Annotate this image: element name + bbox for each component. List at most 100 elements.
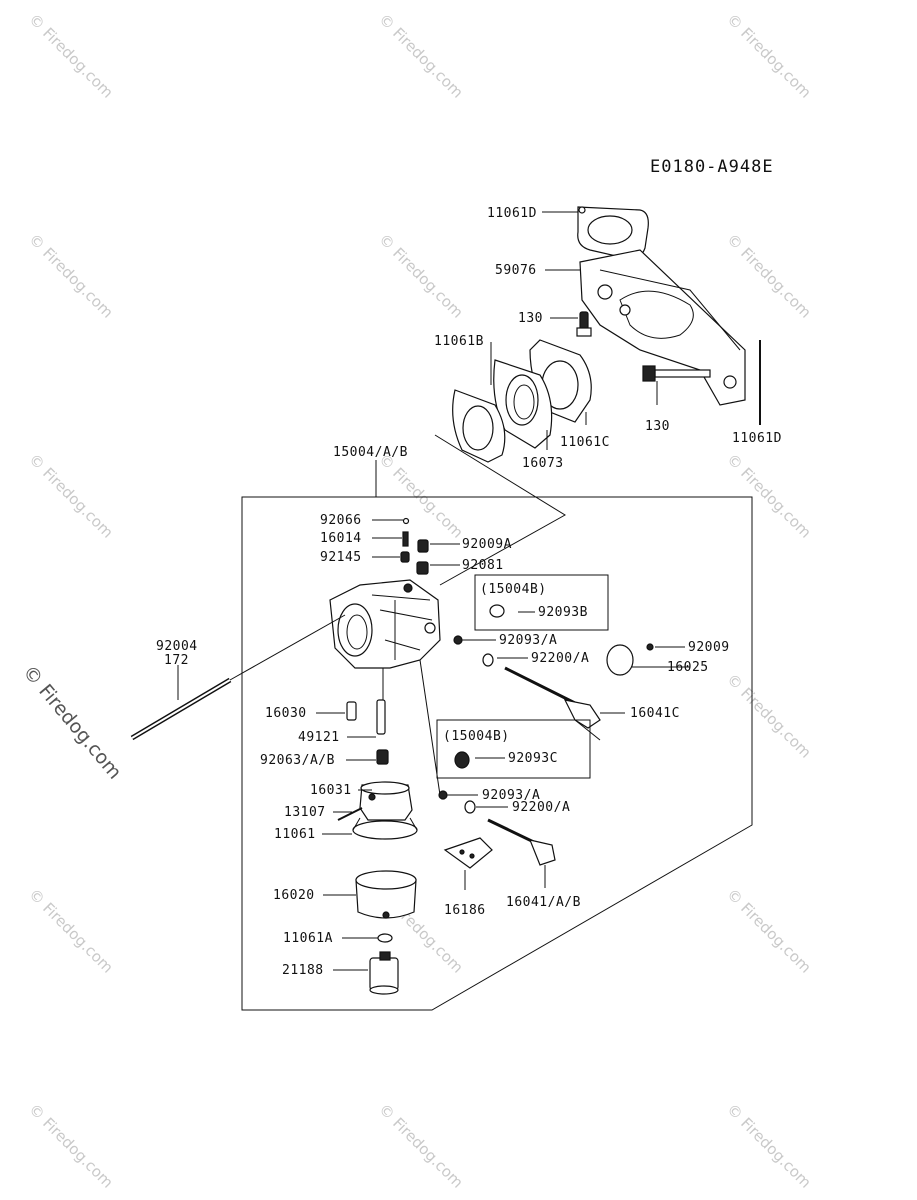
solenoid-21188-top: [379, 951, 391, 961]
label-16020: 16020: [273, 888, 315, 903]
watermark: © Firedog.com: [25, 10, 117, 102]
bolt-130-b-head: [642, 365, 656, 382]
carburetor-detail: [371, 594, 433, 660]
choke-plate-16186: [443, 837, 493, 869]
bowl-16020-rim: [355, 870, 417, 890]
part-16014: [402, 531, 409, 547]
choke-axis: [419, 659, 441, 796]
watermark: © Firedog.com: [723, 10, 815, 102]
bolt-130-a: [579, 311, 589, 331]
label-130-b: 130: [645, 419, 670, 434]
stud-axis: [229, 614, 346, 681]
label-92009a: 92009A: [462, 537, 512, 552]
label-15004b-1: (15004B): [480, 582, 547, 597]
label-16073: 16073: [522, 456, 564, 471]
part-92093A-1: [453, 635, 463, 645]
label-92093b: 92093B: [538, 605, 588, 620]
part-92093C: [454, 751, 470, 769]
watermark: © Firedog.com: [25, 885, 117, 977]
stud-92004-core: [131, 679, 231, 739]
part-92009: [646, 643, 654, 651]
label-16030: 16030: [265, 706, 307, 721]
watermark: © Firedog.com: [723, 670, 815, 762]
label-11061d-right: 11061D: [732, 431, 782, 446]
label-16041c: 16041C: [630, 706, 680, 721]
part-92200A-2: [464, 800, 476, 814]
insulator-hole: [597, 284, 613, 300]
lever-16041c: [563, 699, 601, 729]
insulator-59076-shape: [579, 249, 746, 406]
label-92093c: 92093C: [508, 751, 558, 766]
part-labels: 11061D 59076 130 11061B 11061C 16073 130…: [156, 206, 782, 978]
label-49121: 49121: [298, 730, 340, 745]
upper-parts: [452, 206, 761, 463]
gasket-hole: [578, 206, 586, 214]
watermark: © Firedog.com: [25, 450, 117, 542]
part-92066: [402, 517, 410, 525]
part-92145: [400, 551, 410, 563]
bowl-16020: [355, 879, 417, 919]
carburetor-boss: [403, 583, 413, 593]
label-16041ab: 16041/A/B: [506, 895, 581, 910]
bolt-130-b: [654, 369, 711, 378]
gasket-11061-side: [352, 817, 418, 831]
label-11061b: 11061B: [434, 334, 484, 349]
gasket-11061: [352, 820, 418, 840]
bowl-drain: [382, 911, 390, 919]
label-15004b-2: (15004B): [443, 729, 510, 744]
watermark: © Firedog.com: [375, 230, 467, 322]
note-box-15004b-1: [474, 574, 609, 631]
solenoid-21188-base: [369, 985, 399, 995]
diagram-code: E0180-A948E: [650, 157, 774, 177]
part-49121: [376, 699, 386, 735]
label-92200a-1: 92200/A: [531, 651, 589, 666]
part-92009A: [417, 539, 429, 553]
gasket-11061b-hole: [462, 405, 494, 451]
insulator-detail: [599, 269, 741, 351]
label-16025: 16025: [667, 660, 709, 675]
choke-lever-16041: [529, 839, 556, 866]
float-16031-top: [360, 781, 410, 795]
part-92081: [416, 561, 429, 575]
label-16031: 16031: [310, 783, 352, 798]
watermark: © Firedog.com: [375, 10, 467, 102]
label-92093a-2: 92093/A: [482, 788, 540, 803]
label-13107: 13107: [284, 805, 326, 820]
oring-11061a: [377, 933, 393, 943]
choke-plate-hole: [459, 849, 465, 855]
label-11061c: 11061C: [560, 435, 610, 450]
throttle-plate-16025: [606, 644, 634, 676]
label-11061d-top: 11061D: [487, 206, 537, 221]
insulator-hole: [619, 304, 631, 316]
watermark: © Firedog.com: [25, 230, 117, 322]
watermark: © Firedog.com: [723, 1100, 815, 1192]
watermark: © Firedog.com: [375, 450, 467, 542]
solenoid-21188: [369, 957, 399, 991]
carburetor-assembly: [130, 434, 753, 1011]
label-11061a: 11061A: [283, 931, 333, 946]
leader-lines-upper: [490, 211, 761, 450]
carburetor-boss: [424, 622, 436, 634]
leader-lines-carb: [177, 519, 690, 971]
label-92004: 92004: [156, 639, 198, 654]
label-59076: 59076: [495, 263, 537, 278]
choke-plate-hole: [469, 853, 475, 859]
part-92093A-2: [438, 790, 448, 800]
label-16186: 16186: [444, 903, 486, 918]
part-92200A-1: [482, 653, 494, 667]
throttle-shaft: [504, 666, 576, 705]
label-92009: 92009: [688, 640, 730, 655]
gasket-11061d-top-hole: [587, 215, 633, 245]
label-92093a-1: 92093/A: [499, 633, 557, 648]
bolt-130-a-head: [576, 327, 592, 337]
pin-13107: [337, 807, 363, 821]
watermark-large: © Firedog.com: [18, 661, 126, 783]
label-11061: 11061: [274, 827, 316, 842]
watermark: © Firedog.com: [723, 230, 815, 322]
label-92145: 92145: [320, 550, 362, 565]
label-15004: 15004/A/B: [333, 445, 408, 460]
label-92066: 92066: [320, 513, 362, 528]
part-92093B: [489, 604, 505, 618]
watermark: © Firedog.com: [723, 450, 815, 542]
